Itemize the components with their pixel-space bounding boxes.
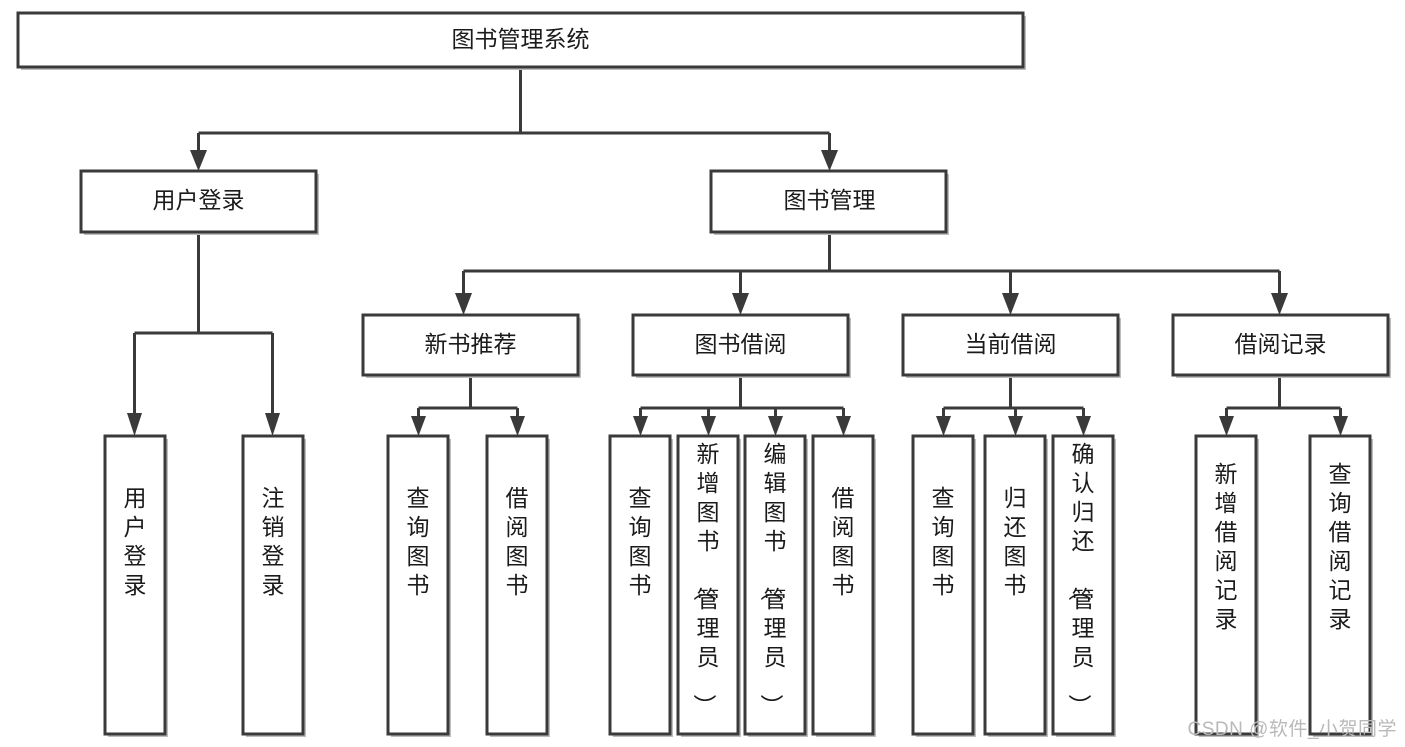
arrowhead-records-query-record	[1333, 416, 1348, 436]
book-manage-label: 图书管理	[784, 187, 876, 213]
records-add-record-label: 新增借阅记录	[1215, 461, 1238, 632]
node-current-query-book[interactable]: 查询图书	[911, 434, 976, 737]
recommend-borrow-book-box	[485, 434, 549, 736]
node-new-book-recommend[interactable]: 新书推荐	[361, 313, 581, 378]
arrowhead-current-return-book	[1008, 416, 1023, 436]
arrowhead-book-manage	[821, 150, 838, 171]
current-query-book-label: 查询图书	[932, 485, 955, 598]
borrow-records-label: 借阅记录	[1235, 331, 1327, 357]
arrowhead-borrow-borrow-book	[836, 416, 851, 436]
node-current-confirm-return-admin[interactable]: 确认归还（管理员）	[1051, 434, 1116, 737]
arrowhead-recommend-borrow-book	[510, 416, 525, 436]
current-confirm-return-admin-label: 确认归还（管理员）	[1067, 441, 1095, 717]
arrowhead-borrow-edit-book	[768, 416, 783, 436]
node-user-logout[interactable]: 注销登录	[241, 434, 306, 737]
borrow-edit-book-admin-box	[743, 434, 807, 736]
arrowhead-borrow-query-book	[633, 416, 648, 436]
borrow-records-box	[1171, 313, 1390, 377]
records-query-record-label: 查询借阅记录	[1329, 461, 1352, 632]
node-borrow-records[interactable]: 借阅记录	[1171, 313, 1391, 378]
current-return-book-box	[983, 434, 1047, 736]
book-borrow-label: 图书借阅	[695, 331, 787, 357]
book-borrow-box	[631, 313, 850, 377]
current-borrow-label: 当前借阅	[965, 331, 1057, 357]
node-current-borrow[interactable]: 当前借阅	[901, 313, 1121, 378]
arrowhead-borrow-records	[1271, 293, 1288, 315]
arrowhead-new-book-recommend	[455, 293, 472, 315]
current-borrow-box	[901, 313, 1120, 377]
node-borrow-borrow-book[interactable]: 借阅图书	[811, 434, 876, 737]
root-box	[16, 11, 1025, 69]
arrowhead-user-login-do	[127, 413, 142, 436]
recommend-query-book-label: 查询图书	[407, 485, 430, 598]
node-recommend-query-book[interactable]: 查询图书	[386, 434, 451, 737]
current-query-book-box	[911, 434, 975, 736]
records-add-record-box	[1194, 434, 1258, 736]
node-book-manage[interactable]: 图书管理	[709, 169, 949, 235]
node-user-login[interactable]: 用户登录	[79, 169, 319, 235]
recommend-borrow-book-label: 借阅图书	[506, 485, 529, 598]
arrowhead-current-query-book	[936, 416, 951, 436]
arrowhead-user-login	[190, 150, 207, 171]
user-login-box	[79, 169, 318, 234]
root-label: 图书管理系统	[452, 26, 590, 52]
user-login-do-box	[103, 434, 167, 736]
user-logout-label: 注销登录	[262, 485, 285, 598]
node-current-return-book[interactable]: 归还图书	[983, 434, 1048, 737]
book-manage-box	[709, 169, 948, 234]
arrowhead-current-borrow	[1002, 293, 1019, 315]
borrow-borrow-book-box	[811, 434, 875, 736]
borrow-query-book-box	[608, 434, 672, 736]
borrow-add-book-admin-box	[676, 434, 740, 736]
node-records-query-record[interactable]: 查询借阅记录	[1308, 434, 1373, 737]
current-return-book-label: 归还图书	[1004, 485, 1027, 598]
user-logout-box	[241, 434, 305, 736]
node-borrow-add-book-admin[interactable]: 新增图书（管理员）	[676, 434, 741, 737]
current-confirm-return-admin-box	[1051, 434, 1115, 736]
node-borrow-edit-book-admin[interactable]: 编辑图书（管理员）	[743, 434, 808, 737]
node-records-add-record[interactable]: 新增借阅记录	[1194, 434, 1259, 737]
borrow-borrow-book-label: 借阅图书	[832, 485, 855, 598]
user-login-do-label: 用户登录	[124, 485, 147, 598]
borrow-add-book-admin-label: 新增图书（管理员）	[692, 441, 720, 717]
arrowhead-recommend-query-book	[411, 416, 426, 436]
recommend-query-book-box	[386, 434, 450, 736]
csdn-watermark: CSDN @软件_小贺同学	[1187, 719, 1397, 740]
new-book-recommend-label: 新书推荐	[425, 331, 517, 357]
connector-layer	[127, 67, 1348, 436]
node-user-login-do[interactable]: 用户登录	[103, 434, 168, 737]
node-recommend-borrow-book[interactable]: 借阅图书	[485, 434, 550, 737]
arrowhead-user-logout	[265, 413, 280, 436]
node-book-borrow[interactable]: 图书借阅	[631, 313, 851, 378]
records-query-record-box	[1308, 434, 1372, 736]
new-book-recommend-box	[361, 313, 580, 377]
borrow-query-book-label: 查询图书	[629, 485, 652, 598]
arrowhead-current-confirm-return	[1076, 416, 1091, 436]
user-login-label: 用户登录	[153, 187, 245, 213]
node-borrow-query-book[interactable]: 查询图书	[608, 434, 673, 737]
borrow-edit-book-admin-label: 编辑图书（管理员）	[759, 441, 787, 717]
arrowhead-records-add-record	[1219, 416, 1234, 436]
arrowhead-borrow-add-book	[701, 416, 716, 436]
node-root[interactable]: 图书管理系统	[16, 11, 1026, 70]
arrowhead-book-borrow	[732, 293, 749, 315]
